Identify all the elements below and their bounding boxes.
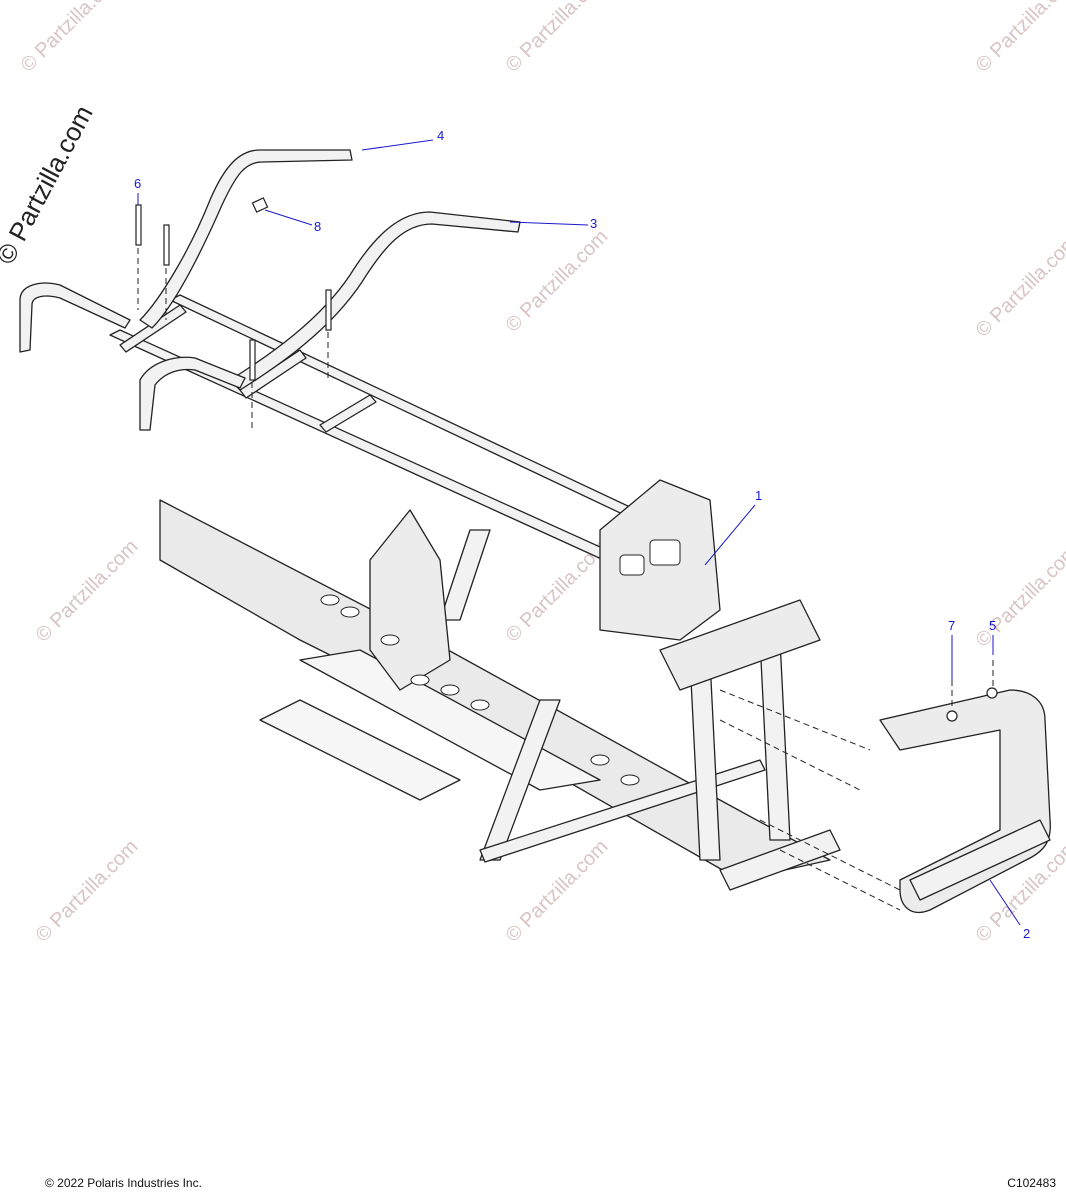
callout-2[interactable]: 2 [1023, 926, 1031, 941]
front-skid-plate [259, 699, 461, 801]
upper-rail-mid [169, 294, 701, 547]
callout-6[interactable]: 6 [134, 176, 142, 191]
part-3-tube [229, 211, 521, 391]
diagonal-tube [479, 699, 561, 861]
front-tube-left [19, 282, 131, 353]
cross-member [319, 394, 377, 433]
part-2-bumper-bar [909, 819, 1051, 901]
rear-crossbar [659, 599, 821, 691]
front-tube-left-b [139, 356, 246, 431]
diagonal-tube [439, 529, 491, 621]
callout-1[interactable]: 1 [755, 488, 763, 503]
lower-long-rail [479, 759, 766, 863]
part-4-tube [139, 149, 353, 329]
callout-4[interactable]: 4 [437, 128, 445, 143]
rear-post [759, 639, 791, 841]
callout-7[interactable]: 7 [948, 618, 956, 633]
callout-3[interactable]: 3 [590, 216, 598, 231]
copyright-text: © 2022 Polaris Industries Inc. [45, 1176, 202, 1190]
left-gusset [369, 509, 451, 691]
figure-id: C102483 [1007, 1176, 1056, 1190]
callout-5[interactable]: 5 [989, 618, 997, 633]
callout-8[interactable]: 8 [314, 219, 322, 234]
